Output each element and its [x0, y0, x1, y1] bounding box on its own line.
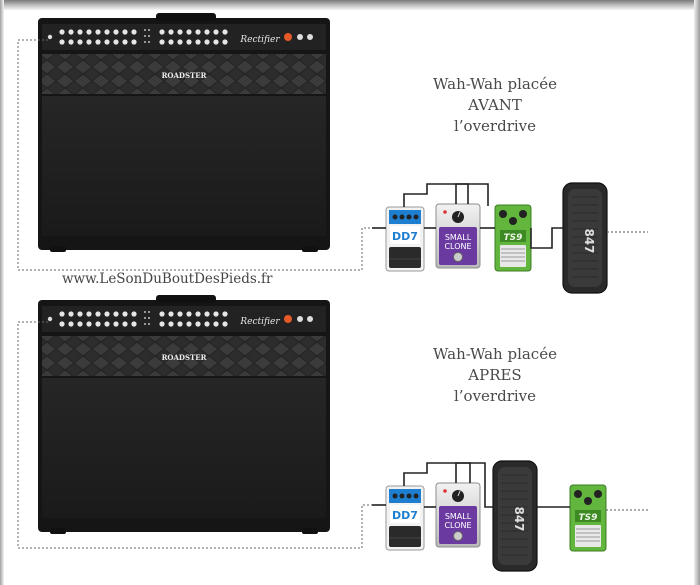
wah-pedal-bottom: 847: [492, 460, 538, 572]
chorus-label-2: CLONE: [444, 521, 471, 530]
wah-pedal-top: 847: [562, 182, 608, 294]
delay-pedal-bottom: DD7: [385, 485, 425, 551]
frame-right-shadow: [694, 0, 700, 585]
caption-setup-2: Wah-Wah placée APRES l’overdrive: [385, 344, 605, 407]
caption-line-1: Wah-Wah placée: [433, 345, 557, 363]
caption-line-2: APRES: [468, 366, 522, 384]
chorus-pedal-top: SMALL CLONE: [435, 203, 481, 269]
wah-label: 847: [582, 228, 596, 253]
caption-setup-1: Wah-Wah placée AVANT l’overdrive: [385, 74, 605, 137]
amp-model-label: ROADSTER: [162, 353, 207, 362]
caption-line-1: Wah-Wah placée: [433, 75, 557, 93]
overdrive-label: TS9: [504, 233, 523, 243]
setup-2: ROADSTER Rectifier DD7 SMALL CLONE 847 T…: [17, 295, 648, 572]
delay-label: DD7: [392, 509, 418, 522]
overdrive-pedal-bottom: TS9: [569, 484, 607, 552]
wah-label: 847: [512, 506, 526, 531]
setup-1: ROADSTER Rectifier DD7 SMALL CLONE TS9 8…: [17, 13, 648, 294]
frame-left-shadow: [0, 0, 4, 585]
amp-brand-script: Rectifier: [239, 35, 280, 45]
patch-cables-bottom: [372, 462, 648, 511]
delay-pedal-top: DD7: [385, 206, 425, 272]
chorus-label-2: CLONE: [444, 242, 471, 251]
amp-bottom: ROADSTER Rectifier: [38, 295, 330, 534]
frame-top-shadow: [0, 0, 700, 10]
chorus-label-1: SMALL: [445, 512, 472, 521]
amp-brand-script: Rectifier: [239, 317, 280, 327]
amp-top: ROADSTER Rectifier: [38, 13, 330, 252]
website-url: www.LeSonDuBoutDesPieds.fr: [62, 271, 273, 287]
patch-cables-top: [372, 183, 648, 249]
caption-line-2: AVANT: [468, 96, 522, 114]
cable-amp-to-delay: [17, 39, 372, 271]
chorus-pedal-bottom: SMALL CLONE: [435, 482, 481, 548]
delay-label: DD7: [392, 230, 418, 243]
cable-amp-to-delay: [17, 321, 372, 549]
chorus-label-1: SMALL: [445, 233, 472, 242]
caption-line-3: l’overdrive: [453, 117, 537, 135]
overdrive-pedal-top: TS9: [494, 204, 532, 272]
amp-model-label: ROADSTER: [162, 71, 207, 80]
overdrive-label: TS9: [579, 513, 598, 523]
caption-line-3: l’overdrive: [453, 387, 537, 405]
